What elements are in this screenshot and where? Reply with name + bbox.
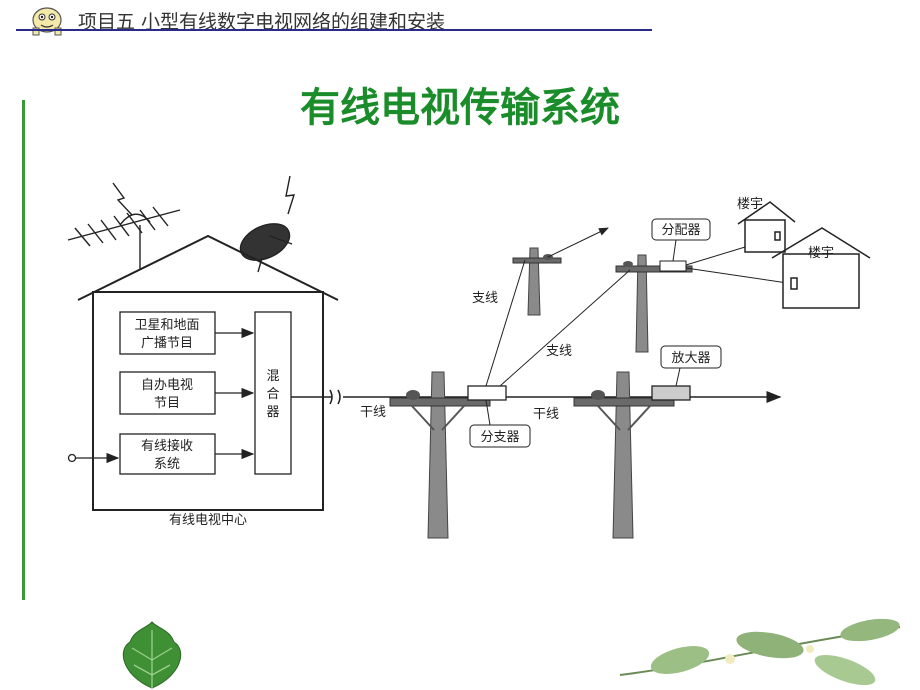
distributor-label: 分配器 [661,223,700,238]
splitter-label: 分支器 [480,430,519,445]
self-run-tv-box [119,371,216,415]
branch-line-label-1: 支线 [472,291,498,306]
satellite-dish-icon [239,175,295,273]
distributor-callout [651,218,711,241]
utility-pole-4 [615,254,693,353]
branch-lines [485,227,795,387]
utility-pole-1 [389,371,491,539]
mixer-char-1: 混 [266,369,279,384]
box-cable-line2: 系统 [154,457,180,472]
building-small-label: 楼宇 [737,197,763,212]
building-small [737,201,796,253]
satellite-broadcast-box [119,311,216,355]
mixer-box [254,311,292,475]
box-satellite-line1: 卫星和地面 [134,318,199,333]
utility-pole-2 [573,371,675,539]
tv-center-label: 有线电视中心 [169,513,247,528]
splitter-callout [469,424,531,448]
mixer-char-3: 器 [266,405,279,420]
tv-center-house [77,234,339,511]
trunk-line [291,389,782,405]
trunk-line-label-1: 干线 [360,405,386,420]
left-accent-bar [22,100,25,600]
cable-receive-box [119,433,216,475]
trunk-line-label-2: 干线 [533,407,559,422]
header-title: 项目五 小型有线数字电视网络的组建和安装 [78,11,446,33]
header-divider [16,29,652,31]
splitter-device [467,385,507,401]
building-large [771,227,871,309]
box-selfrun-line2: 节目 [154,396,180,411]
branch-line-label-2: 支线 [546,344,572,359]
box-selfrun-line1: 自办电视 [141,378,193,393]
leaf-icon [122,621,182,689]
mascot-icon [32,7,62,36]
box-satellite-line2: 广播节目 [141,336,193,351]
slide-header: 项目五 小型有线数字电视网络的组建和安装 [0,0,920,40]
amplifier-label: 放大器 [671,351,710,366]
leaf-branch-icon [620,618,901,686]
utility-pole-3 [512,247,562,316]
box-cable-line1: 有线接收 [141,438,193,454]
amplifier-device [651,385,691,401]
building-large-label: 楼宇 [808,246,834,261]
mixer-char-2: 合 [266,387,279,402]
distributor-device [659,260,687,272]
slide-title: 有线电视传输系统 [300,85,620,131]
amplifier-callout [660,345,722,369]
antenna-icon [67,182,181,270]
